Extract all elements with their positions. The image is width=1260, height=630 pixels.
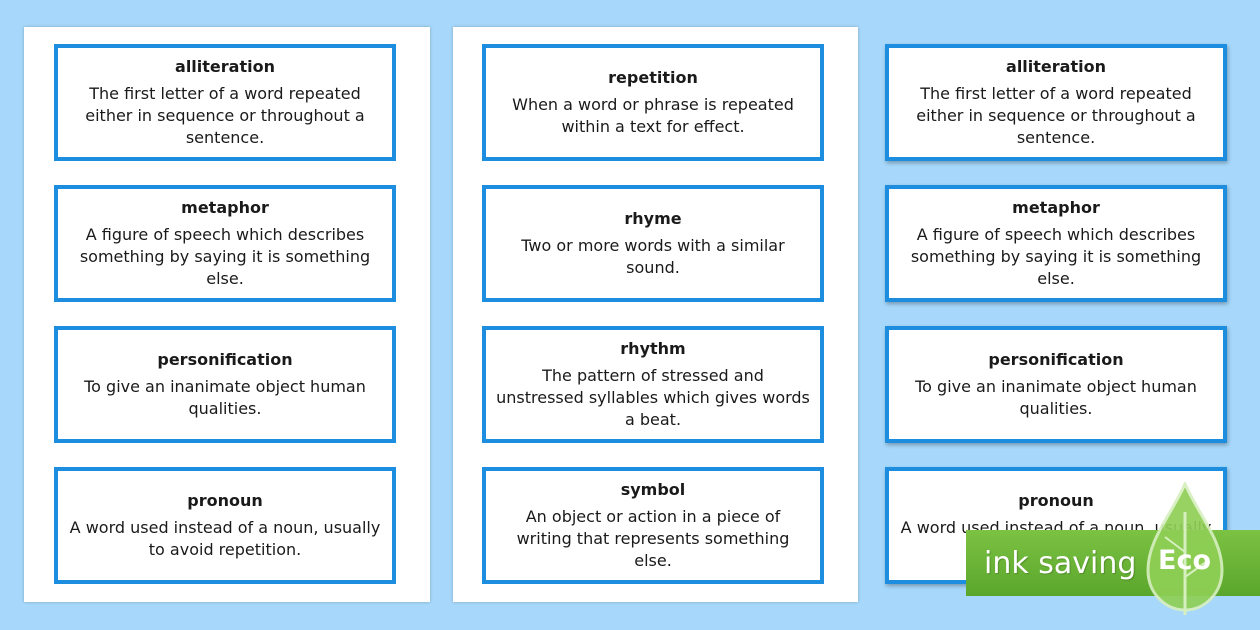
card-term: rhyme [624,208,682,228]
card-term: metaphor [1012,197,1100,217]
word-card: personification To give an inanimate obj… [54,326,396,443]
card-definition: The first letter of a word repeated eith… [85,83,365,147]
word-card: metaphor A figure of speech which descri… [54,185,396,302]
word-card: alliteration The first letter of a word … [885,44,1227,161]
eco-label: Eco [1158,545,1211,576]
card-term: pronoun [1018,490,1094,510]
card-definition: A figure of speech which describes somet… [79,224,371,288]
word-card: pronoun A word used instead of a noun, u… [54,467,396,584]
word-card: metaphor A figure of speech which descri… [885,185,1227,302]
card-definition: A word used instead of a noun, usually t… [69,517,381,559]
card-definition: Two or more words with a similar sound. [521,235,785,277]
card-definition: The pattern of stressed and unstressed s… [496,365,810,429]
card-term: pronoun [187,490,263,510]
card-definition: When a word or phrase is repeated within… [512,94,794,136]
word-card: alliteration The first letter of a word … [54,44,396,161]
word-card: repetition When a word or phrase is repe… [482,44,824,161]
card-term: symbol [620,479,686,499]
word-card: personification To give an inanimate obj… [885,326,1227,443]
card-term: repetition [608,67,698,87]
card-definition: To give an inanimate object human qualit… [84,376,366,418]
leaf-drop-icon [1146,482,1224,615]
card-definition: A figure of speech which describes somet… [910,224,1202,288]
card-term: alliteration [175,56,275,76]
word-card: symbol An object or action in a piece of… [482,467,824,584]
card-term: alliteration [1006,56,1106,76]
word-card: rhythm The pattern of stressed and unstr… [482,326,824,443]
card-term: rhythm [620,338,686,358]
word-card: rhyme Two or more words with a similar s… [482,185,824,302]
ink-saving-text: ink saving [984,545,1137,581]
card-term: metaphor [181,197,269,217]
card-term: personification [157,349,293,369]
card-definition: The first letter of a word repeated eith… [916,83,1196,147]
card-definition: An object or action in a piece of writin… [516,506,790,570]
card-term: personification [988,349,1124,369]
card-definition: To give an inanimate object human qualit… [915,376,1197,418]
